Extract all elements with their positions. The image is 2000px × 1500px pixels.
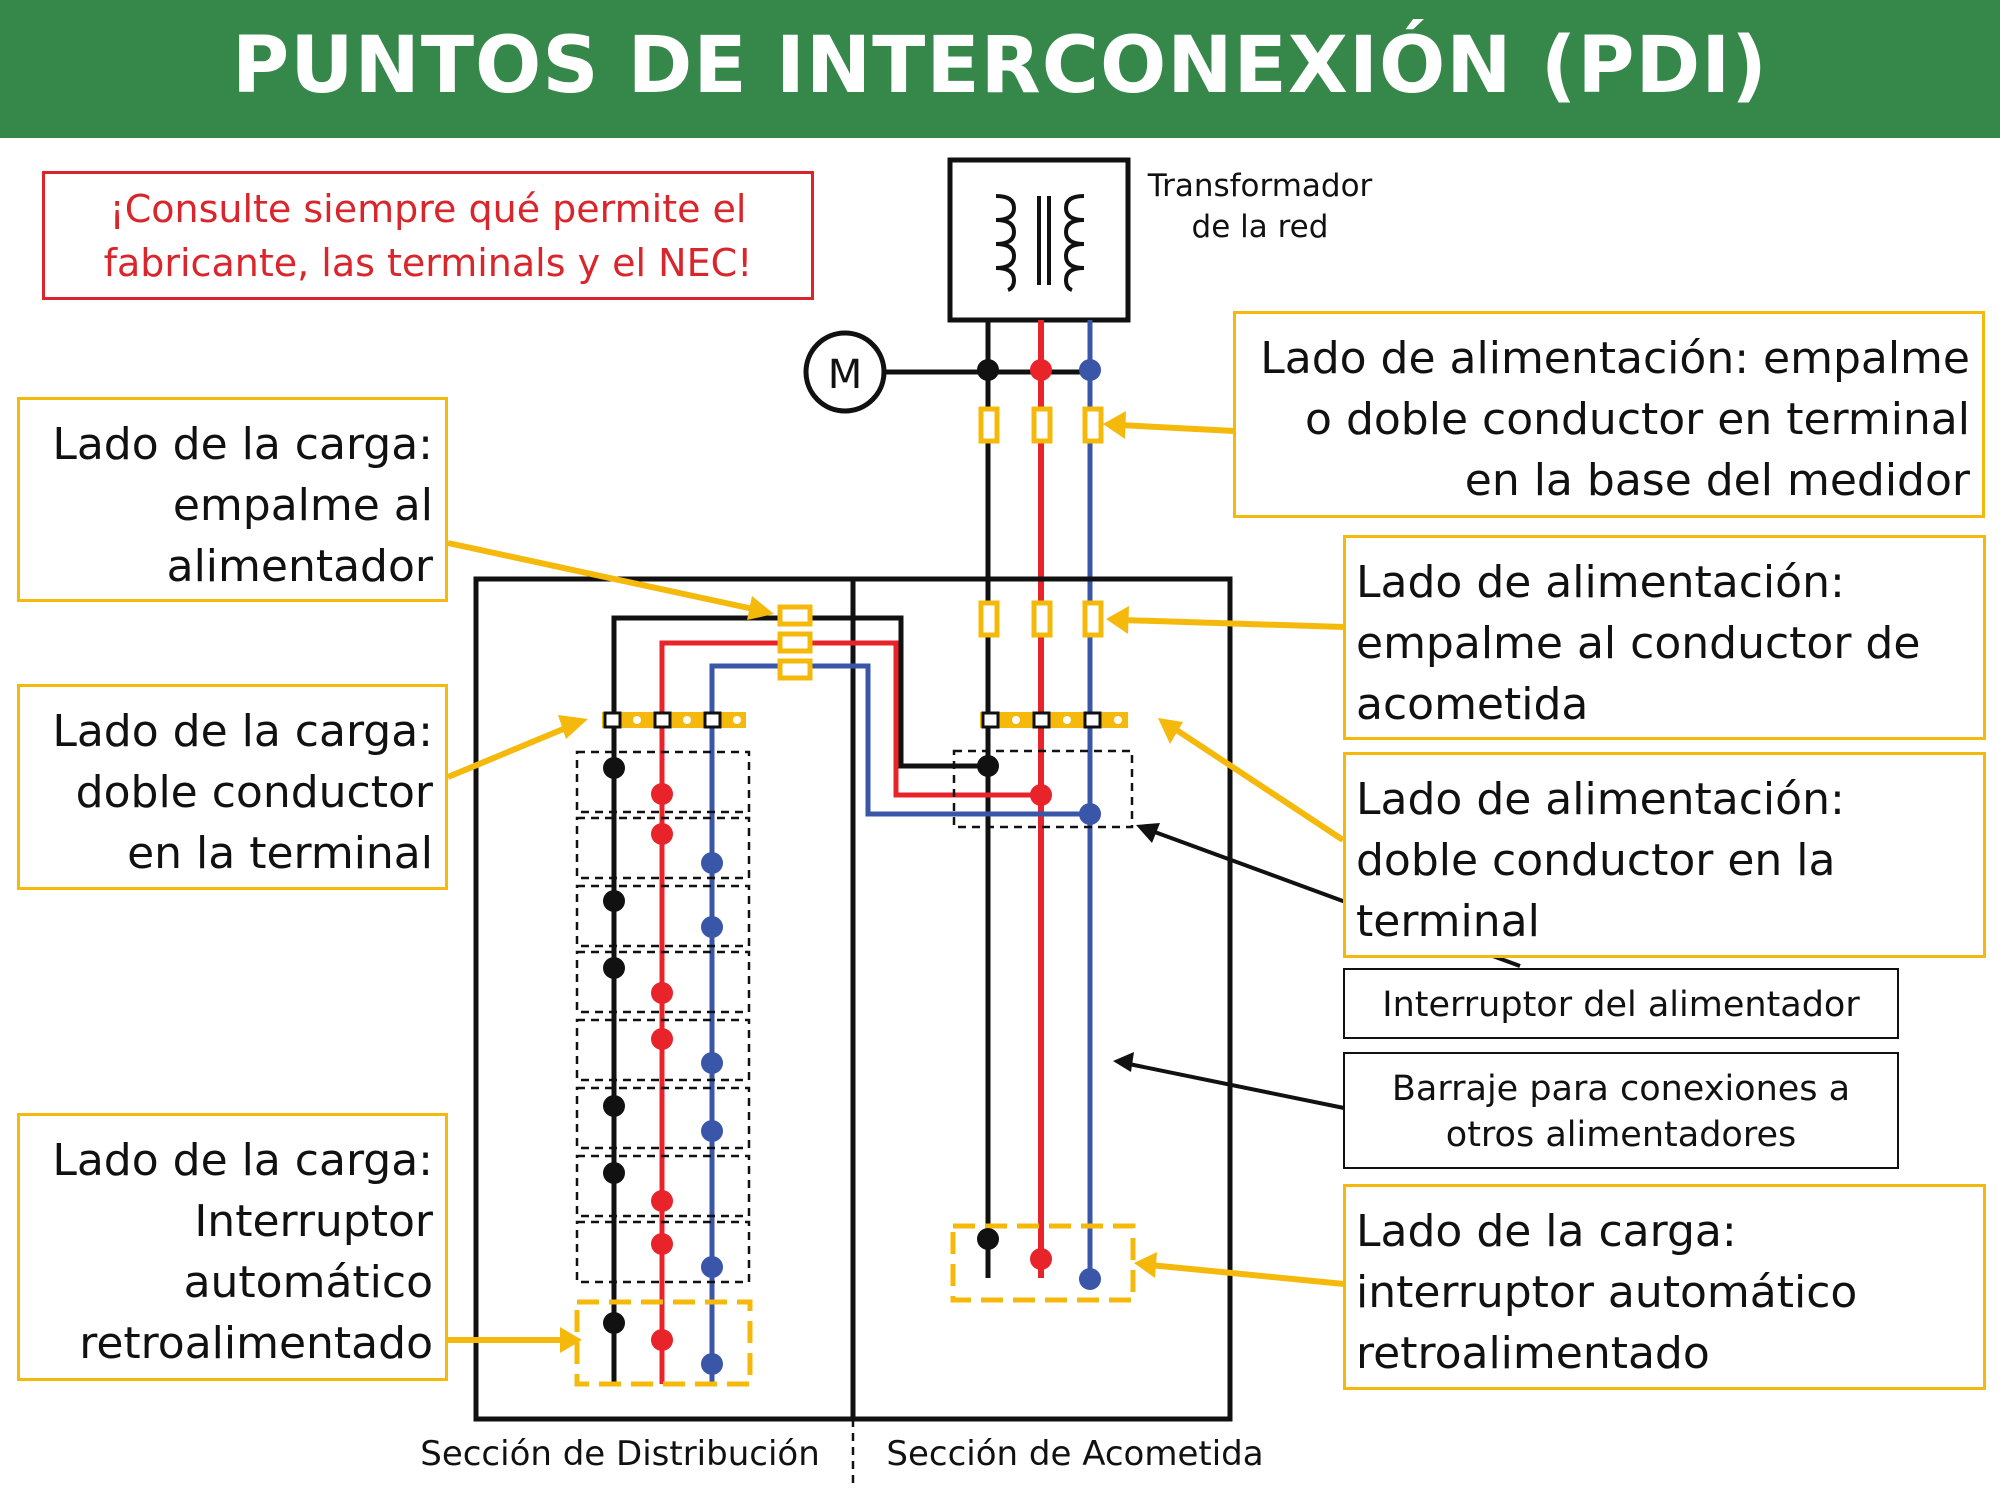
title-banner: PUNTOS DE INTERCONEXIÓN (PDI) bbox=[0, 0, 2000, 138]
page-title: PUNTOS DE INTERCONEXIÓN (PDI) bbox=[232, 21, 1768, 111]
warning-box: ¡Consulte siempre qué permite el fabrica… bbox=[42, 171, 814, 300]
callout-load-backfed-right: Lado de la carga: interruptor automático… bbox=[1343, 1184, 1986, 1390]
distribution-breakers bbox=[575, 750, 751, 1284]
callout-arrows-gold bbox=[446, 411, 1345, 1353]
warning-text: ¡Consulte siempre qué permite el fabrica… bbox=[103, 187, 753, 285]
callout-supply-meter-base: Lado de alimentación: empalme o doble co… bbox=[1233, 311, 1985, 518]
callout-load-backfed-right-text: Lado de la carga: interruptor automático… bbox=[1356, 1206, 1858, 1379]
callout-supply-service-splice-text: Lado de alimentación: empalme al conduct… bbox=[1356, 557, 1921, 730]
feeder-breaker-label: Interruptor del alimentador bbox=[1382, 985, 1860, 1025]
feeder-breaker-outline bbox=[952, 749, 1134, 829]
service-splice-connectors bbox=[978, 600, 1104, 638]
transformer-icon bbox=[995, 194, 1085, 292]
service-section-label: Sección de Acometida bbox=[886, 1434, 1264, 1474]
callout-load-feeder-splice: Lado de la carga: empalme al alimentador bbox=[17, 397, 448, 602]
feeder-splice-connectors bbox=[777, 604, 813, 681]
callout-supply-double-terminal-text: Lado de alimentación: doble conductor en… bbox=[1356, 774, 1845, 947]
callout-load-double-terminal: Lado de la carga: doble conductor en la … bbox=[17, 684, 448, 890]
panel-enclosures bbox=[473, 576, 1233, 1422]
transformer bbox=[947, 157, 1131, 323]
callout-supply-meter-base-text: Lado de alimentación: empalme o doble co… bbox=[1260, 333, 1970, 506]
terminal-lugs-right bbox=[980, 711, 1128, 729]
feeder-breaker-label-box: Interruptor del alimentador bbox=[1343, 968, 1899, 1039]
service-section-box bbox=[850, 576, 1233, 1422]
backfed-breaker-left bbox=[574, 1299, 753, 1387]
breaker-taps bbox=[603, 757, 723, 1278]
busbar-label: Barraje para conexiones a otros alimenta… bbox=[1391, 1069, 1851, 1155]
transformer-label: Transformador de la red bbox=[1147, 168, 1373, 245]
callout-load-double-terminal-text: Lado de la carga: doble conductor en la … bbox=[52, 706, 433, 879]
callout-supply-double-terminal: Lado de alimentación: doble conductor en… bbox=[1343, 752, 1986, 958]
busbar-label-box: Barraje para conexiones a otros alimenta… bbox=[1343, 1052, 1899, 1169]
feeder-conductors bbox=[611, 615, 1090, 1384]
callout-load-backfed-left-text: Lado de la carga: Interruptor automático… bbox=[52, 1135, 433, 1369]
meter-base-connectors bbox=[978, 406, 1104, 444]
terminal-lugs-left bbox=[602, 711, 746, 729]
distribution-section-label: Sección de Distribución bbox=[420, 1434, 820, 1474]
callout-supply-service-splice: Lado de alimentación: empalme al conduct… bbox=[1343, 535, 1986, 740]
callout-load-backfed-left: Lado de la carga: Interruptor automático… bbox=[17, 1113, 448, 1381]
meter-label: M bbox=[828, 352, 863, 398]
callout-load-feeder-splice-text: Lado de la carga: empalme al alimentador bbox=[52, 419, 433, 592]
